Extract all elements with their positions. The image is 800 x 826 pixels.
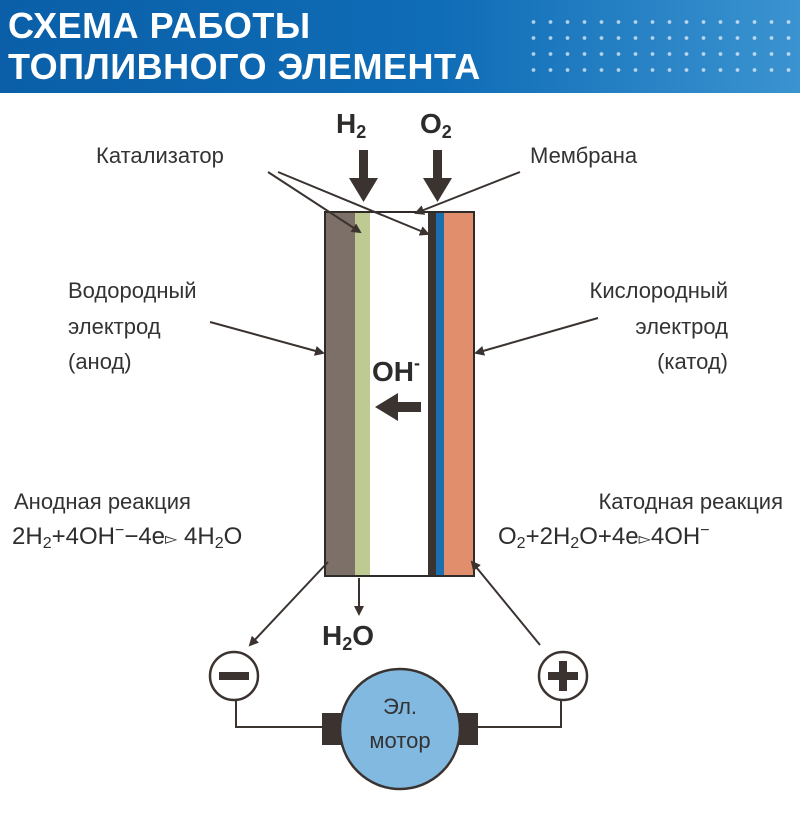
oxygen-electrode-label-1: Кислородный [589, 278, 729, 303]
anode-reaction-label: Анодная реакция [14, 489, 191, 514]
anode-to-negative-arrow [248, 561, 329, 647]
anode-equation: 2H2+4OH−−4e▻ 4H2O [12, 522, 243, 552]
h2-inlet-arrow [349, 150, 378, 202]
h2o-label: H2O [322, 620, 375, 654]
page-title-line2: ТОПЛИВНОГО ЭЛЕМЕНТА [8, 46, 481, 87]
h2-label: H2 [336, 108, 367, 142]
o2-label: O2 [420, 108, 452, 142]
cathode-reaction-label: Катодная реакция [598, 489, 783, 514]
cathode-layer [444, 212, 474, 576]
motor-label-1: Эл. [382, 694, 418, 719]
positive-to-cathode-arrow [470, 560, 541, 646]
oh-ion-label: OH- [372, 353, 420, 387]
positive-wire [476, 700, 562, 728]
cathode-catalyst-layer [428, 212, 436, 576]
hydrogen-electrode-label-2: электрод [68, 314, 161, 339]
page-title-line1: СХЕМА РАБОТЫ [8, 5, 311, 46]
catalyst-label: Катализатор [96, 143, 224, 168]
minus-sign-icon [219, 672, 249, 680]
anode-layer [325, 212, 355, 576]
catalyst-leader-cathode [277, 171, 430, 236]
anode-label-leader [209, 321, 325, 356]
negative-wire [235, 700, 326, 728]
cathode-label-leader [474, 317, 599, 356]
oxygen-electrode-label-2: электрод [635, 314, 728, 339]
anode-catalyst-layer [355, 212, 370, 576]
membrane-layer [436, 212, 444, 576]
hydrogen-electrode-label-1: Водородный [68, 278, 197, 303]
electrolyte-space [370, 212, 428, 576]
cathode-equation: O2+2H2O+4e▻4OH− [498, 522, 710, 552]
hydrogen-electrode-label-3: (анод) [68, 349, 132, 374]
banner-dot-pattern [525, 14, 795, 79]
membrane-label: Мембрана [530, 143, 638, 168]
oh-ion-arrow [375, 393, 421, 421]
motor-label-2: мотор [369, 728, 431, 753]
plus-sign-vertical [559, 661, 567, 691]
header-banner: СХЕМА РАБОТЫ ТОПЛИВНОГО ЭЛЕМЕНТА [0, 0, 800, 93]
o2-inlet-arrow [423, 150, 452, 202]
fuel-cell-outline [324, 211, 475, 577]
membrane-leader [414, 171, 521, 215]
catalyst-leader-anode [267, 171, 362, 234]
electric-motor [338, 667, 462, 791]
oxygen-electrode-label-3: (катод) [657, 349, 728, 374]
